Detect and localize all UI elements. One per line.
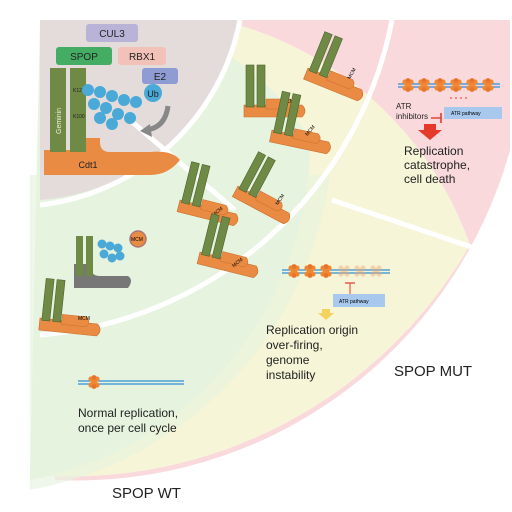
spop-label: SPOP: [70, 52, 98, 63]
geminin-rod-left: [50, 68, 66, 152]
k127-label: K127: [73, 88, 85, 94]
atr-pathway-box-yellow: [333, 294, 385, 307]
ub-ball: [144, 84, 162, 102]
spop-box: [56, 47, 112, 65]
cdt1-label: Cdt1: [78, 160, 97, 170]
e2-box: [142, 68, 178, 84]
k100-label: K100: [73, 114, 85, 120]
ub-chain: [82, 84, 142, 130]
background-regions: [30, 19, 510, 490]
yellow-mcm-group: MCM MCM MCM: [176, 150, 311, 279]
yellow-dna-group: ATR pathway Replication origin over-firi…: [266, 264, 390, 382]
ub-label: Ub: [147, 89, 159, 99]
mcm-label-r2: MCM: [347, 67, 358, 80]
mcm-label-g1: MCM: [78, 316, 90, 322]
overfiring-line4: instability: [266, 368, 315, 382]
catastrophe-line2: catastrophe,: [404, 158, 470, 172]
mcm-label-y2: MCM: [274, 193, 286, 206]
red-down-arrow: [418, 124, 442, 140]
normal-line2: once per cell cycle: [78, 421, 177, 435]
e2-label: E2: [154, 72, 167, 83]
green-dna-group: Normal replication, once per cell cycle: [78, 375, 184, 435]
spop-complex: CUL3 SPOP RBX1 E2 Ub Cdt1 Geminin K127 K…: [44, 24, 180, 175]
atr-pathway-label-red: ATR pathway: [451, 111, 481, 117]
spop-mut-label: SPOP MUT: [394, 363, 472, 380]
green-mcm-group: MCM MCM: [38, 230, 147, 337]
overfiring-line1: Replication origin: [266, 323, 358, 337]
atr-inhibitors-line2: inhibitors: [396, 112, 428, 121]
cul3-label: CUL3: [99, 29, 125, 40]
rbx1-box: [118, 47, 166, 65]
mcm-label-g0: MCM: [131, 237, 143, 243]
geminin-label: Geminin: [56, 108, 63, 134]
catastrophe-line1: Replication: [404, 144, 463, 158]
catastrophe-line3: cell death: [404, 172, 455, 186]
atr-pathway-label-yellow: ATR pathway: [339, 299, 369, 305]
mcm-degraded-circle: [129, 230, 147, 248]
overfiring-line2: over-firing,: [266, 338, 323, 352]
rbx1-label: RBX1: [129, 52, 156, 63]
red-dna-group: ATR pathway ATR inhibitors Replication c…: [396, 78, 502, 186]
geminin-rod-right: [70, 68, 86, 152]
atr-inhibitors-line1: ATR: [396, 102, 412, 111]
spop-wt-label: SPOP WT: [112, 485, 181, 502]
overfiring-line3: genome: [266, 353, 310, 367]
normal-line1: Normal replication,: [78, 406, 178, 420]
yellow-down-arrow: [318, 309, 334, 320]
atr-pathway-box-red: [444, 107, 502, 119]
cul3-box: [86, 24, 138, 42]
